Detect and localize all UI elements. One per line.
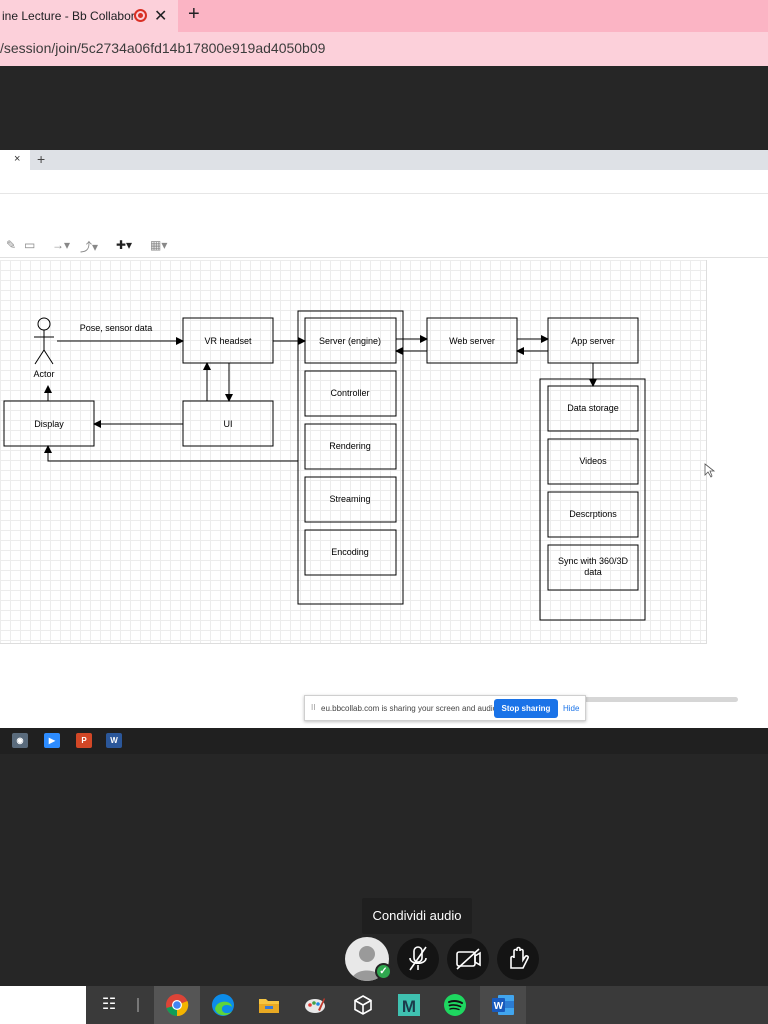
diagram-canvas [0, 260, 707, 644]
camera-off-icon [456, 948, 481, 970]
zoom-icon: ▶ [44, 733, 60, 748]
shared-browser-tab: × [0, 150, 30, 170]
camera-icon: ◉ [12, 733, 28, 748]
task-view-icon[interactable]: ☷ [101, 996, 117, 1013]
svg-text:W: W [494, 1001, 504, 1012]
share-notice-text: eu.bbcollab.com is sharing your screen a… [321, 704, 500, 713]
url-text[interactable]: /session/join/5c2734a06fd14b17800e919ad4… [0, 40, 326, 56]
raise-hand-button[interactable] [497, 938, 539, 980]
pencil-icon: ✎ [6, 238, 17, 252]
windows-taskbar: ☷ M W [0, 986, 768, 1024]
raise-hand-icon [510, 946, 529, 969]
shape-icon: ▭ [24, 238, 36, 252]
unity-icon[interactable] [350, 992, 376, 1018]
close-icon: × [14, 153, 21, 165]
microphone-button[interactable] [397, 938, 439, 980]
m-app-icon[interactable]: M [396, 992, 422, 1018]
table-icon: ▦▾ [150, 238, 168, 252]
tooltip: Condividi audio [362, 898, 472, 934]
avatar[interactable] [345, 937, 389, 981]
taskbar-divider [137, 998, 139, 1012]
edge-icon[interactable] [210, 992, 236, 1018]
chrome-icon[interactable] [164, 992, 190, 1018]
browser-tab[interactable]: ine Lecture - Bb Collabor ✕ [0, 0, 178, 32]
microphone-muted-icon [409, 946, 427, 971]
insert-icon: ✚▾ [116, 238, 133, 252]
shared-address-bar [0, 170, 768, 194]
address-bar[interactable]: /session/join/5c2734a06fd14b17800e919ad4… [0, 32, 768, 66]
shared-screen: × + ✎ ▭ →▾ ⤴▾ ✚▾ ▦▾ II eu.bbcollab.com i… [0, 150, 768, 754]
horizontal-scrollbar [566, 697, 738, 702]
tab-close-button[interactable]: ✕ [154, 8, 168, 25]
word-icon[interactable]: W [490, 992, 516, 1018]
word-icon: W [106, 733, 122, 748]
shared-taskbar: ◉ ▶ P W [0, 728, 768, 754]
file-explorer-icon[interactable] [256, 992, 282, 1018]
svg-text:M: M [402, 997, 416, 1016]
spotify-icon[interactable] [442, 992, 468, 1018]
powerpoint-icon: P [76, 733, 92, 748]
plus-icon: + [37, 151, 46, 167]
waypoint-icon: ⤴▾ [80, 240, 99, 254]
video-area-top [0, 66, 768, 150]
drag-grip-icon: II [311, 703, 316, 712]
screen-share-notice: II eu.bbcollab.com is sharing your scree… [304, 695, 586, 721]
stop-sharing-button: Stop sharing [494, 699, 558, 718]
connector-icon: →▾ [52, 238, 71, 252]
paint-icon[interactable] [302, 992, 328, 1018]
new-tab-button[interactable]: + [188, 3, 200, 25]
checkmark-icon: ✓ [375, 963, 392, 980]
hide-button: Hide [563, 704, 580, 713]
diagram-toolbar: ✎ ▭ →▾ ⤴▾ ✚▾ ▦▾ [0, 234, 768, 258]
browser-tab-bar: ine Lecture - Bb Collabor ✕ + [0, 0, 768, 32]
recording-icon [134, 9, 147, 22]
taskbar-search-area[interactable] [0, 986, 86, 1024]
shared-browser-tab-bar: × + [0, 150, 768, 170]
camera-button[interactable] [447, 938, 489, 980]
tab-title: ine Lecture - Bb Collabor [2, 9, 135, 23]
